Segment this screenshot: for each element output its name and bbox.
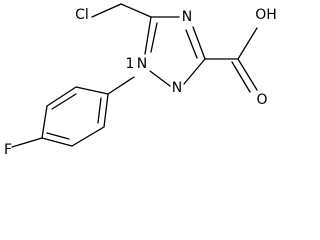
atom-label-n1-locant: 1 bbox=[126, 56, 135, 72]
atom-label-oh: OH bbox=[255, 7, 277, 23]
atom-label-n4: N bbox=[182, 9, 192, 25]
bond-cl-ch2 bbox=[91, 3, 122, 18]
bond-n4-c3-inner bbox=[185, 29, 198, 59]
atom-label-o: O bbox=[256, 92, 267, 108]
bond-ar-c2-c3 bbox=[46, 86, 77, 107]
bond-ar-c6-c1 bbox=[103, 93, 109, 128]
bond-ar-c3-c4 bbox=[41, 105, 48, 139]
bond-ar-c1-c2 bbox=[75, 86, 109, 95]
bond-ar-c4-c5-inner bbox=[46, 132, 70, 140]
bond-n4-c3 bbox=[192, 26, 206, 60]
bond-cooh-o bbox=[237, 58, 258, 91]
chemical-structure: Cl N N 1 N OH O F bbox=[4, 3, 277, 158]
bond-cooh-oh bbox=[237, 27, 258, 60]
bond-c4-f bbox=[11, 137, 43, 148]
atom-label-f: F bbox=[4, 142, 12, 158]
atom-label-n2: N bbox=[172, 80, 182, 96]
bond-n2-n1 bbox=[149, 70, 171, 87]
bond-ar-c5-c6 bbox=[71, 126, 105, 147]
atom-label-n1: N bbox=[137, 56, 147, 72]
bond-n1-c5-inner bbox=[150, 22, 158, 53]
atom-label-cl: Cl bbox=[75, 7, 89, 23]
bond-n1-c5 bbox=[144, 16, 152, 55]
bond-ch2-c5 bbox=[120, 3, 152, 18]
bond-ar-c4-c5 bbox=[41, 137, 73, 147]
bond-ar-c2-c3-inner bbox=[51, 93, 77, 110]
bond-cooh-o-double bbox=[231, 61, 251, 93]
bond-n1-aryl bbox=[107, 76, 135, 95]
bond-ar-c6-c1-inner bbox=[97, 97, 102, 124]
bond-c3-n2 bbox=[183, 58, 206, 85]
